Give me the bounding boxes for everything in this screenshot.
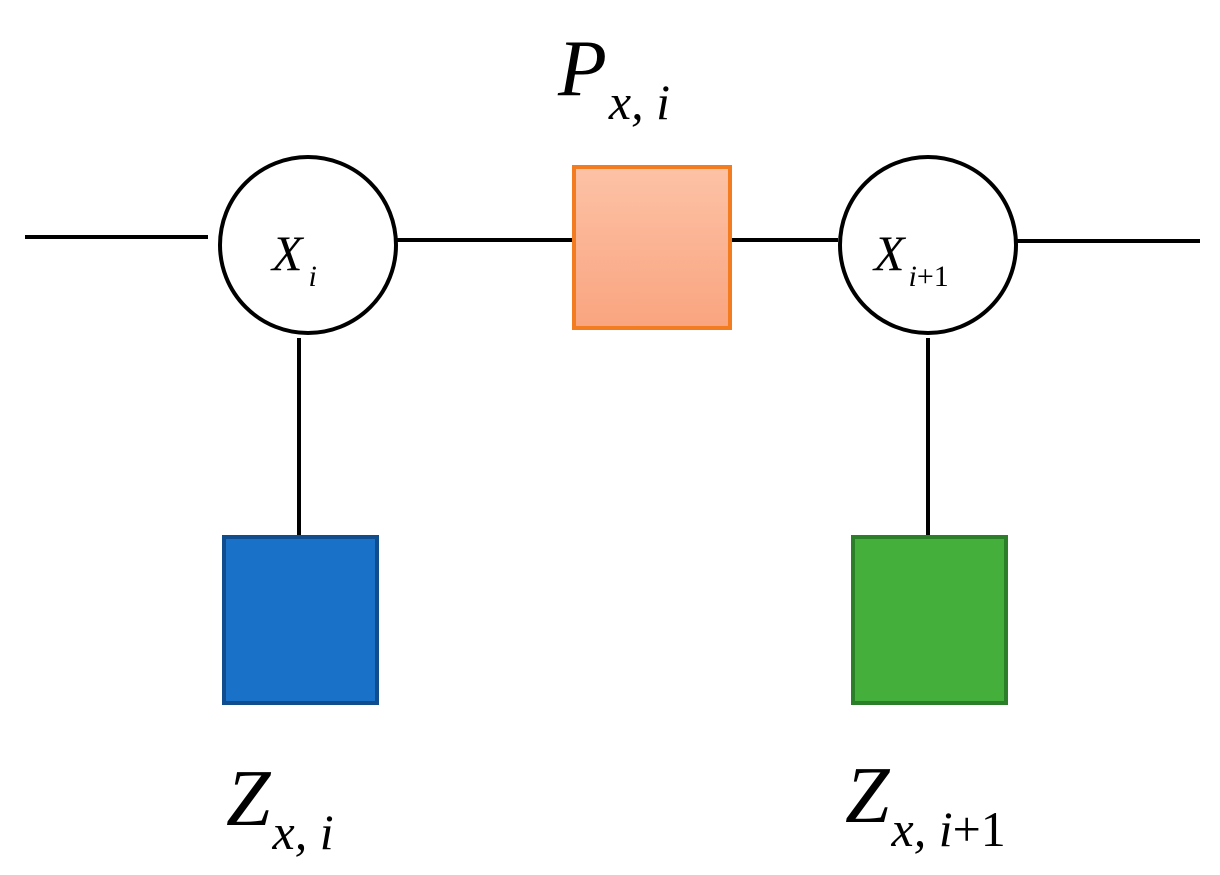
xi1-label-sub-op: +1 (917, 260, 949, 293)
edges (25, 235, 1200, 537)
svg-text:Px, i: Px, i (557, 25, 670, 130)
factor-zi: Zx, i (222, 535, 379, 860)
factor-zi1-box (851, 535, 1008, 705)
zi1-label-base: Z (845, 752, 891, 840)
p-label-sub: x, i (608, 74, 670, 130)
factor-p-box (572, 165, 732, 330)
svg-text:Zx, i: Zx, i (226, 755, 334, 860)
factor-zi-box (222, 535, 379, 705)
xi1-label-base: X (872, 225, 907, 281)
zi1-label-sub-op: +1 (953, 801, 1006, 857)
p-label-base: P (557, 25, 607, 113)
xi-label-base: X (270, 225, 305, 281)
zi-label-base: Z (226, 755, 272, 843)
zi1-label-sub-var: x, i (891, 801, 953, 857)
variable-node-xi1-circle (838, 155, 1018, 335)
svg-text:Xi: Xi (270, 225, 317, 293)
zi-label-sub: x, i (272, 804, 334, 860)
factor-p: Px, i (557, 25, 732, 330)
xi1-label-sub-var: i (909, 260, 917, 293)
xi-label-sub: i (309, 260, 317, 293)
svg-text:Xi+1: Xi+1 (872, 225, 949, 293)
factor-zi1: Zx, i+1 (845, 535, 1008, 857)
svg-text:Zx, i+1: Zx, i+1 (845, 752, 1006, 857)
variable-node-xi-circle (218, 155, 398, 335)
